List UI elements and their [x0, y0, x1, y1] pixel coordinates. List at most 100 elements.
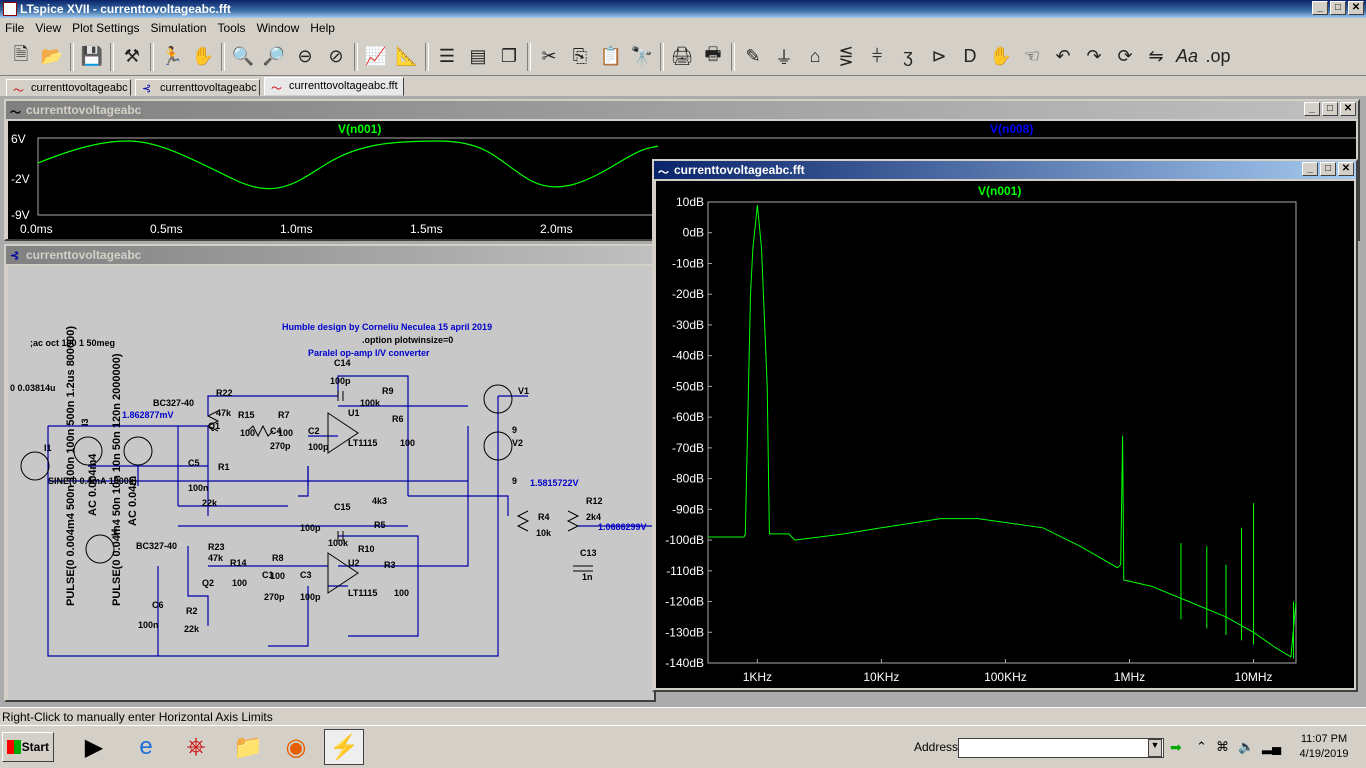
app-title-bar: LTspice XVII - currenttovoltageabc.fft _… — [0, 0, 1366, 18]
find-icon[interactable]: 🔭 — [630, 46, 654, 66]
save-icon[interactable]: 💾 — [80, 46, 104, 66]
media-player-icon[interactable]: ▶ — [84, 733, 104, 761]
r3-value: 100 — [394, 588, 409, 598]
label-I4: I4 — [110, 528, 120, 536]
y-tick: -130dB — [665, 625, 704, 639]
c6-value: 100n — [138, 620, 159, 630]
component-icon[interactable]: D — [963, 46, 977, 66]
trace-label-n008[interactable]: V(n008) — [990, 122, 1033, 136]
v2-value: 9 — [512, 476, 517, 486]
tab-schematic[interactable]: ⊰ currenttovoltageabc — [135, 79, 260, 96]
q2-label: Q2 — [202, 578, 214, 588]
paste-icon[interactable]: 📋 — [599, 46, 623, 66]
bc327-1: BC327-40 — [153, 398, 194, 408]
r4-value: 10k — [536, 528, 552, 538]
x-tick: 2.0ms — [540, 222, 573, 236]
file-explorer-icon[interactable]: 📁 — [233, 733, 263, 761]
address-dropdown-icon[interactable]: ▼ — [1148, 739, 1162, 757]
fft-window-titlebar[interactable]: 〜 currenttovoltageabc.fft _ □ ✕ — [654, 161, 1356, 179]
taskbar: Start ▶ e ⎈ 📁 ◉ ⚡ Address ▼ ➡ ⌃ ⌘ 🔈 ▂▄ 1… — [0, 725, 1366, 768]
trace-label-n001[interactable]: V(n001) — [978, 184, 1021, 198]
maximize-button[interactable]: □ — [1330, 1, 1346, 15]
menu-view[interactable]: View — [35, 21, 62, 35]
minimize-button[interactable]: _ — [1304, 102, 1320, 116]
tab-fft[interactable]: 〜 currenttovoltageabc.fft — [264, 77, 404, 96]
diode-icon[interactable]: ⊳ — [931, 46, 947, 66]
c2-label: C2 — [308, 426, 320, 436]
copy-icon[interactable]: ⎘ — [572, 46, 588, 66]
close-button[interactable]: ✕ — [1348, 1, 1364, 15]
resistor-icon[interactable]: ⋚ — [838, 46, 854, 66]
close-button[interactable]: ✕ — [1338, 162, 1354, 176]
zoom-cancel-icon[interactable]: ⊘ — [328, 46, 344, 66]
drag-icon[interactable]: ☜ — [1023, 46, 1041, 66]
minimize-button[interactable]: _ — [1302, 162, 1318, 176]
schematic-window-titlebar[interactable]: ⊰ currenttovoltageabc — [6, 246, 654, 264]
y-tick: -70dB — [672, 441, 704, 455]
y-tick: -50dB — [672, 379, 704, 393]
capacitor-icon[interactable]: ⫩ — [871, 46, 883, 66]
cut-icon[interactable]: ✂ — [541, 46, 557, 66]
print-icon[interactable]: 🖨 — [670, 46, 694, 66]
plot-frame — [707, 201, 1297, 664]
address-input[interactable] — [958, 738, 1164, 758]
draw-wire-icon[interactable]: ✎ — [745, 46, 761, 66]
start-button[interactable]: Start — [2, 732, 54, 762]
rotate-icon[interactable]: ⟳ — [1117, 46, 1133, 66]
go-icon[interactable]: ➡ — [1170, 739, 1182, 755]
plot-window-icon[interactable]: 📐 — [395, 46, 419, 66]
halt-icon[interactable]: ✋ — [191, 46, 215, 66]
redo-icon[interactable]: ↷ — [1086, 46, 1102, 66]
autorange-icon[interactable]: 📈 — [364, 46, 388, 66]
tab-waveform[interactable]: 〜 currenttovoltageabc — [6, 79, 131, 97]
clock[interactable]: 11:07 PM 4/19/2019 — [1299, 733, 1349, 760]
open-icon[interactable]: 📂 — [40, 46, 64, 66]
waveform-icon: 〜 — [13, 85, 24, 97]
volume-icon[interactable]: 🔈 — [1238, 739, 1255, 754]
menu-file[interactable]: File — [5, 21, 25, 35]
undo-icon[interactable]: ↶ — [1055, 46, 1071, 66]
menu-simulation[interactable]: Simulation — [150, 21, 207, 35]
c13-label: C13 — [580, 548, 597, 558]
menu-help[interactable]: Help — [310, 21, 335, 35]
control-panel-icon[interactable]: ⚒ — [123, 46, 141, 66]
spice-directive-icon[interactable]: .op — [1205, 46, 1231, 66]
menu-plot-settings[interactable]: Plot Settings — [72, 21, 140, 35]
new-schematic-icon[interactable]: 🗎 — [13, 43, 29, 64]
tile-horizontal-icon[interactable]: ☰ — [438, 46, 456, 66]
y-tick: -100dB — [665, 533, 704, 547]
label-net-icon[interactable]: ⌂ — [809, 46, 821, 66]
network-icon[interactable]: ⌘ — [1216, 739, 1229, 754]
acrobat-icon[interactable]: ⎈ — [186, 733, 206, 760]
menu-window[interactable]: Window — [256, 21, 300, 35]
inductor-icon[interactable]: ʒ — [903, 46, 913, 66]
mirror-icon[interactable]: ⇋ — [1148, 46, 1164, 66]
zoom-in-icon[interactable]: 🔍 — [231, 46, 255, 66]
zoom-full-icon[interactable]: ⊖ — [297, 46, 313, 66]
r6-label: R6 — [392, 414, 404, 424]
internet-explorer-icon[interactable]: e — [139, 733, 153, 760]
trace-label-n001[interactable]: V(n001) — [338, 122, 381, 136]
maximize-button[interactable]: □ — [1320, 162, 1336, 176]
schematic-canvas[interactable]: ;ac oct 100 1 50meg 0 0.03814u I1 I3 I4 … — [8, 266, 654, 700]
waveform-window-titlebar[interactable]: 〜 currenttovoltageabc _ □ ✕ — [6, 101, 1358, 119]
zoom-out-icon[interactable]: 🔎 — [262, 46, 286, 66]
menu-tools[interactable]: Tools — [217, 21, 246, 35]
tray-chevron-icon[interactable]: ⌃ — [1196, 739, 1207, 754]
text-icon[interactable]: Aa — [1175, 46, 1199, 66]
ltspice-icon[interactable]: ⚡ — [324, 729, 364, 765]
signal-icon[interactable]: ▂▄ — [1262, 739, 1282, 754]
r5-label: R5 — [374, 520, 386, 530]
close-button[interactable]: ✕ — [1340, 102, 1356, 116]
ground-icon[interactable]: ⏚ — [775, 47, 793, 68]
firefox-icon[interactable]: ◉ — [285, 733, 307, 761]
minimize-button[interactable]: _ — [1312, 1, 1328, 15]
cascade-icon[interactable]: ❐ — [500, 46, 518, 66]
run-icon[interactable]: 🏃 — [160, 46, 184, 66]
maximize-button[interactable]: □ — [1322, 102, 1338, 116]
print-setup-icon[interactable]: 🖶 — [704, 43, 722, 64]
move-icon[interactable]: ✋ — [989, 46, 1013, 66]
bc327-2: BC327-40 — [136, 541, 177, 551]
tile-vertical-icon[interactable]: ▤ — [469, 46, 487, 66]
